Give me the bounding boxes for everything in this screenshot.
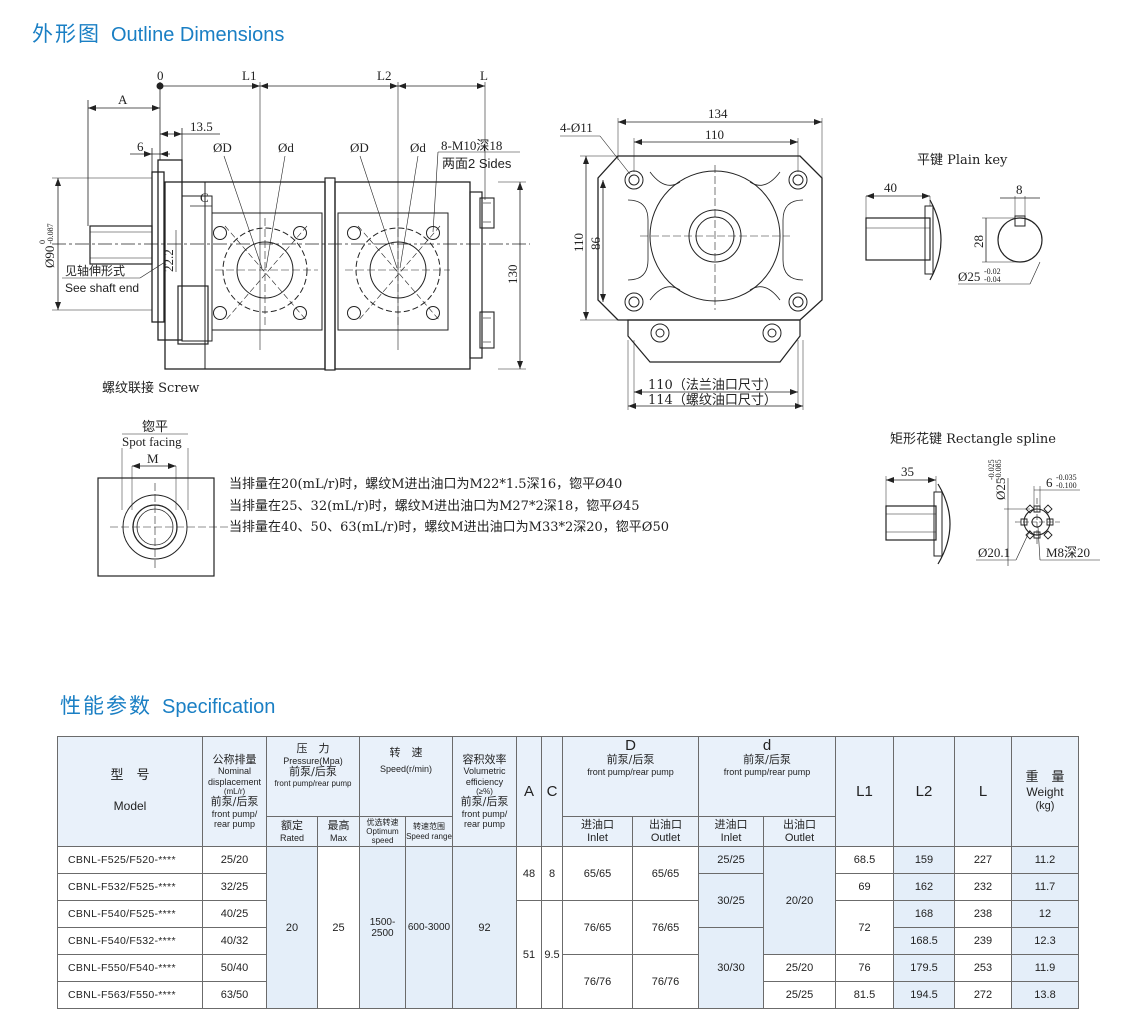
col-efficiency: 容积效率 Volumetric efficiency (≥%) 前泵/后泵 fr… [452, 736, 517, 847]
col-c: C [541, 736, 563, 847]
col-model: 型 号 Model [57, 736, 203, 847]
shaft-dia-label: Ø90 [42, 246, 57, 268]
plain-key-8: 8 [1016, 182, 1023, 197]
opt-speed-cell: 1500-2500 [359, 846, 406, 1009]
spline-dia: Ø25 [993, 478, 1008, 500]
spline-6-tol-upper: -0.035 [1056, 473, 1077, 482]
flange-port-label: 110（法兰油口尺寸） [648, 378, 777, 393]
spline-6: 6 [1046, 475, 1053, 490]
spec-header-row-1: 型 号 Model 公称排量 Nominal displacement (mL/… [57, 736, 1079, 847]
spline-thread: M8深20 [1046, 545, 1090, 560]
spot-note-3: 当排量在40、50、63(mL/r)时，螺纹M进出油口为M33*2深20，锪平Ø… [229, 519, 669, 535]
max-cell: 25 [317, 846, 360, 1009]
dim-110-top-label: 110 [705, 127, 724, 142]
shaft-tol-lower: -0.087 [46, 223, 55, 244]
spec-title-cn: 性能参数 [60, 694, 152, 718]
screw-label: 螺纹联接 Screw [102, 380, 199, 396]
thread-port-label: 114（螺纹油口尺寸） [648, 393, 777, 408]
shaft-note-cn: 见轴伸形式 [65, 263, 125, 278]
speed-range-cell: 600-3000 [405, 846, 453, 1009]
outline-title-cn: 外形图 [32, 22, 101, 46]
shaft-note-en: See shaft end [65, 281, 139, 295]
spot-facing-m: M [147, 451, 159, 466]
dim-86-label: 86 [588, 237, 603, 251]
phi-d-front-label: ØD [213, 140, 232, 155]
spline-dia-20-1: Ø20.1 [978, 545, 1010, 560]
plain-key-tol-lower: -0.04 [984, 275, 1001, 284]
side-view: 0 L1 L2 L A 13.5 6 C ØD Ød ØD Ød 8-M10深1… [38, 68, 530, 396]
col-D: D 前泵/后泵 front pump/rear pump [562, 736, 699, 817]
plain-key-28: 28 [971, 235, 986, 248]
table-row: CBNL-F540/F525-**** 40/25 51 9.5 76/65 7… [57, 900, 1079, 1009]
col-displacement: 公称排量 Nominal displacement (mL/r) 前泵/后泵 f… [202, 736, 267, 847]
spot-facing-view: 锪平 Spot facing M 当排量在20(mL/r)时，螺纹M进出油口为M… [97, 419, 669, 577]
table-row: CBNL-F563/F550-**** 63/50 25/25 81.5 194… [57, 981, 1079, 1009]
spec-title: 性能参数 Specification [60, 690, 275, 720]
spot-facing-cn: 锪平 [142, 419, 168, 435]
dim-a-label: A [118, 92, 128, 107]
spec-table: 型 号 Model 公称排量 Nominal displacement (mL/… [57, 736, 1079, 1009]
col-d: d 前泵/后泵 front pump/rear pump [698, 736, 836, 817]
spot-facing-en: Spot facing [122, 434, 182, 449]
spot-note-1: 当排量在20(mL/r)时，螺纹M进出油口为M22*1.5深16，锪平Ø40 [229, 476, 622, 492]
table-row: CBNL-F540/F532-**** 40/32 30/30 168.5 23… [57, 927, 1079, 1009]
spline-dia-tol-lower: -0.085 [994, 459, 1003, 480]
spline-view: 矩形花键 Rectangle spline 35 Ø25 -0.025 -0.0… [885, 431, 1100, 566]
table-row: CBNL-F525/F520-**** 25/20 20 25 1500-250… [57, 846, 1079, 1009]
eff-cell: 92 [452, 846, 517, 1009]
dim-134-label: 134 [708, 106, 728, 121]
col-l: L [954, 736, 1012, 847]
plain-key-title: 平键 Plain key [917, 153, 1008, 168]
col-a: A [516, 736, 542, 847]
rated-cell: 20 [266, 846, 318, 1009]
spline-6-tol-lower: -0.100 [1056, 481, 1077, 490]
phi-small-d-front-label: Ød [278, 140, 294, 155]
thread-label: 8-M10深18 [441, 138, 502, 153]
dim-l2-label: L2 [377, 68, 391, 83]
dim-13-5-label: 13.5 [190, 119, 213, 134]
dim-0-label: 0 [157, 68, 164, 83]
spline-title: 矩形花键 Rectangle spline [890, 431, 1056, 447]
plain-key-view: 平键 Plain key 40 8 28 Ø25 -0.02 -0.04 [865, 153, 1043, 285]
spline-dia-tol-upper: -0.025 [987, 459, 996, 480]
col-speed: 转 速 Speed(r/min) [359, 736, 453, 817]
spot-note-2: 当排量在25、32(mL/r)时，螺纹M进出油口为M27*2深18，锪平Ø45 [229, 498, 639, 514]
table-row: CBNL-F550/F540-**** 50/40 76/76 76/76 25… [57, 954, 1079, 1009]
holes-label: 4-Ø11 [560, 120, 593, 135]
outline-drawing: 0 L1 L2 L A 13.5 6 C ØD Ød ØD Ød 8-M10深1… [38, 68, 1100, 577]
phi-d-rear-label: ØD [350, 140, 369, 155]
dim-l1-label: L1 [242, 68, 256, 83]
outline-title-en: Outline Dimensions [111, 24, 285, 46]
plain-key-40: 40 [884, 180, 897, 195]
col-l1: L1 [835, 736, 894, 847]
shaft-tol-upper: 0 [38, 240, 47, 244]
spline-35: 35 [901, 464, 914, 479]
spec-title-en: Specification [162, 696, 276, 718]
dim-22-2-label: 22.2 [161, 249, 176, 272]
col-weight: 重 量 Weight (kg) [1011, 736, 1079, 847]
dim-c-label: C [200, 190, 209, 205]
thread-sides-label: 两面2 Sides [442, 156, 512, 171]
dim-110-left-label: 110 [571, 233, 586, 252]
col-pressure: 压 力 Pressure(Mpa) 前泵/后泵 front pump/rear … [266, 736, 360, 817]
col-l2: L2 [893, 736, 955, 847]
plain-key-dia: Ø25 [958, 269, 980, 284]
outline-title: 外形图 Outline Dimensions [32, 18, 284, 48]
front-view: 134 110 4-Ø11 110 86 110（法兰油口尺寸） 114（螺纹油… [560, 106, 823, 410]
dim-l-label: L [480, 68, 488, 83]
phi-small-d-rear-label: Ød [410, 140, 426, 155]
dim-6-label: 6 [137, 139, 144, 154]
dim-130-label: 130 [505, 265, 520, 285]
plain-key-tol-upper: -0.02 [984, 267, 1001, 276]
